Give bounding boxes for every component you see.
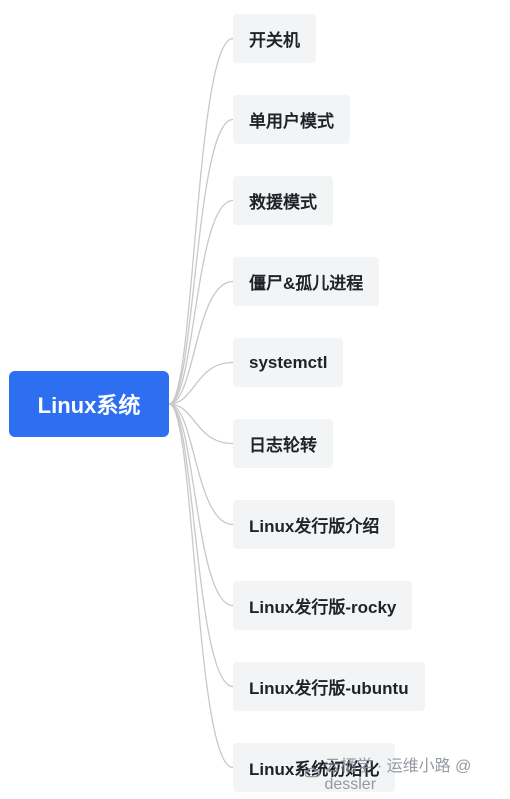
connector-line [168, 403, 234, 445]
cloud-icon [304, 767, 320, 778]
child-node-label: 救援模式 [249, 193, 317, 212]
connector-line [168, 403, 234, 769]
child-node-distro-ubuntu[interactable]: Linux发行版-ubuntu [233, 662, 425, 711]
child-node-label: systemctl [249, 352, 328, 372]
watermark: 云栖学 · 运维小路 @ dessler [304, 758, 510, 793]
child-node-label: Linux发行版-rocky [249, 598, 397, 617]
child-node-label: Linux发行版-ubuntu [249, 679, 409, 698]
child-node-power[interactable]: 开关机 [233, 14, 316, 63]
child-node-label: 开关机 [249, 31, 300, 50]
child-node-logrotate[interactable]: 日志轮转 [233, 419, 333, 468]
child-node-zombie-orphan[interactable]: 僵尸&孤儿进程 [233, 257, 380, 306]
child-node-label: 单用户模式 [249, 112, 334, 131]
connector-line [168, 403, 234, 526]
child-node-distro-rocky[interactable]: Linux发行版-rocky [233, 581, 413, 630]
connector-line [168, 403, 234, 607]
child-node-systemctl[interactable]: systemctl [233, 338, 344, 387]
child-node-rescue[interactable]: 救援模式 [233, 176, 333, 225]
child-node-label: 日志轮转 [249, 436, 317, 455]
connector-line [168, 37, 234, 405]
connector-line [168, 361, 234, 405]
connector-line [168, 403, 234, 688]
child-node-single-user[interactable]: 单用户模式 [233, 95, 350, 144]
watermark-text: 云栖学 · 运维小路 @ dessler [324, 758, 472, 793]
child-node-label: Linux发行版介绍 [249, 517, 380, 536]
root-node[interactable]: Linux系统 [9, 371, 169, 437]
connector-line [168, 118, 234, 405]
child-node-distro-intro[interactable]: Linux发行版介绍 [233, 500, 396, 549]
connector-line [168, 280, 234, 405]
child-node-label: 僵尸&孤儿进程 [249, 274, 364, 293]
root-node-label: Linux系统 [37, 393, 141, 418]
connector-line [168, 199, 234, 405]
